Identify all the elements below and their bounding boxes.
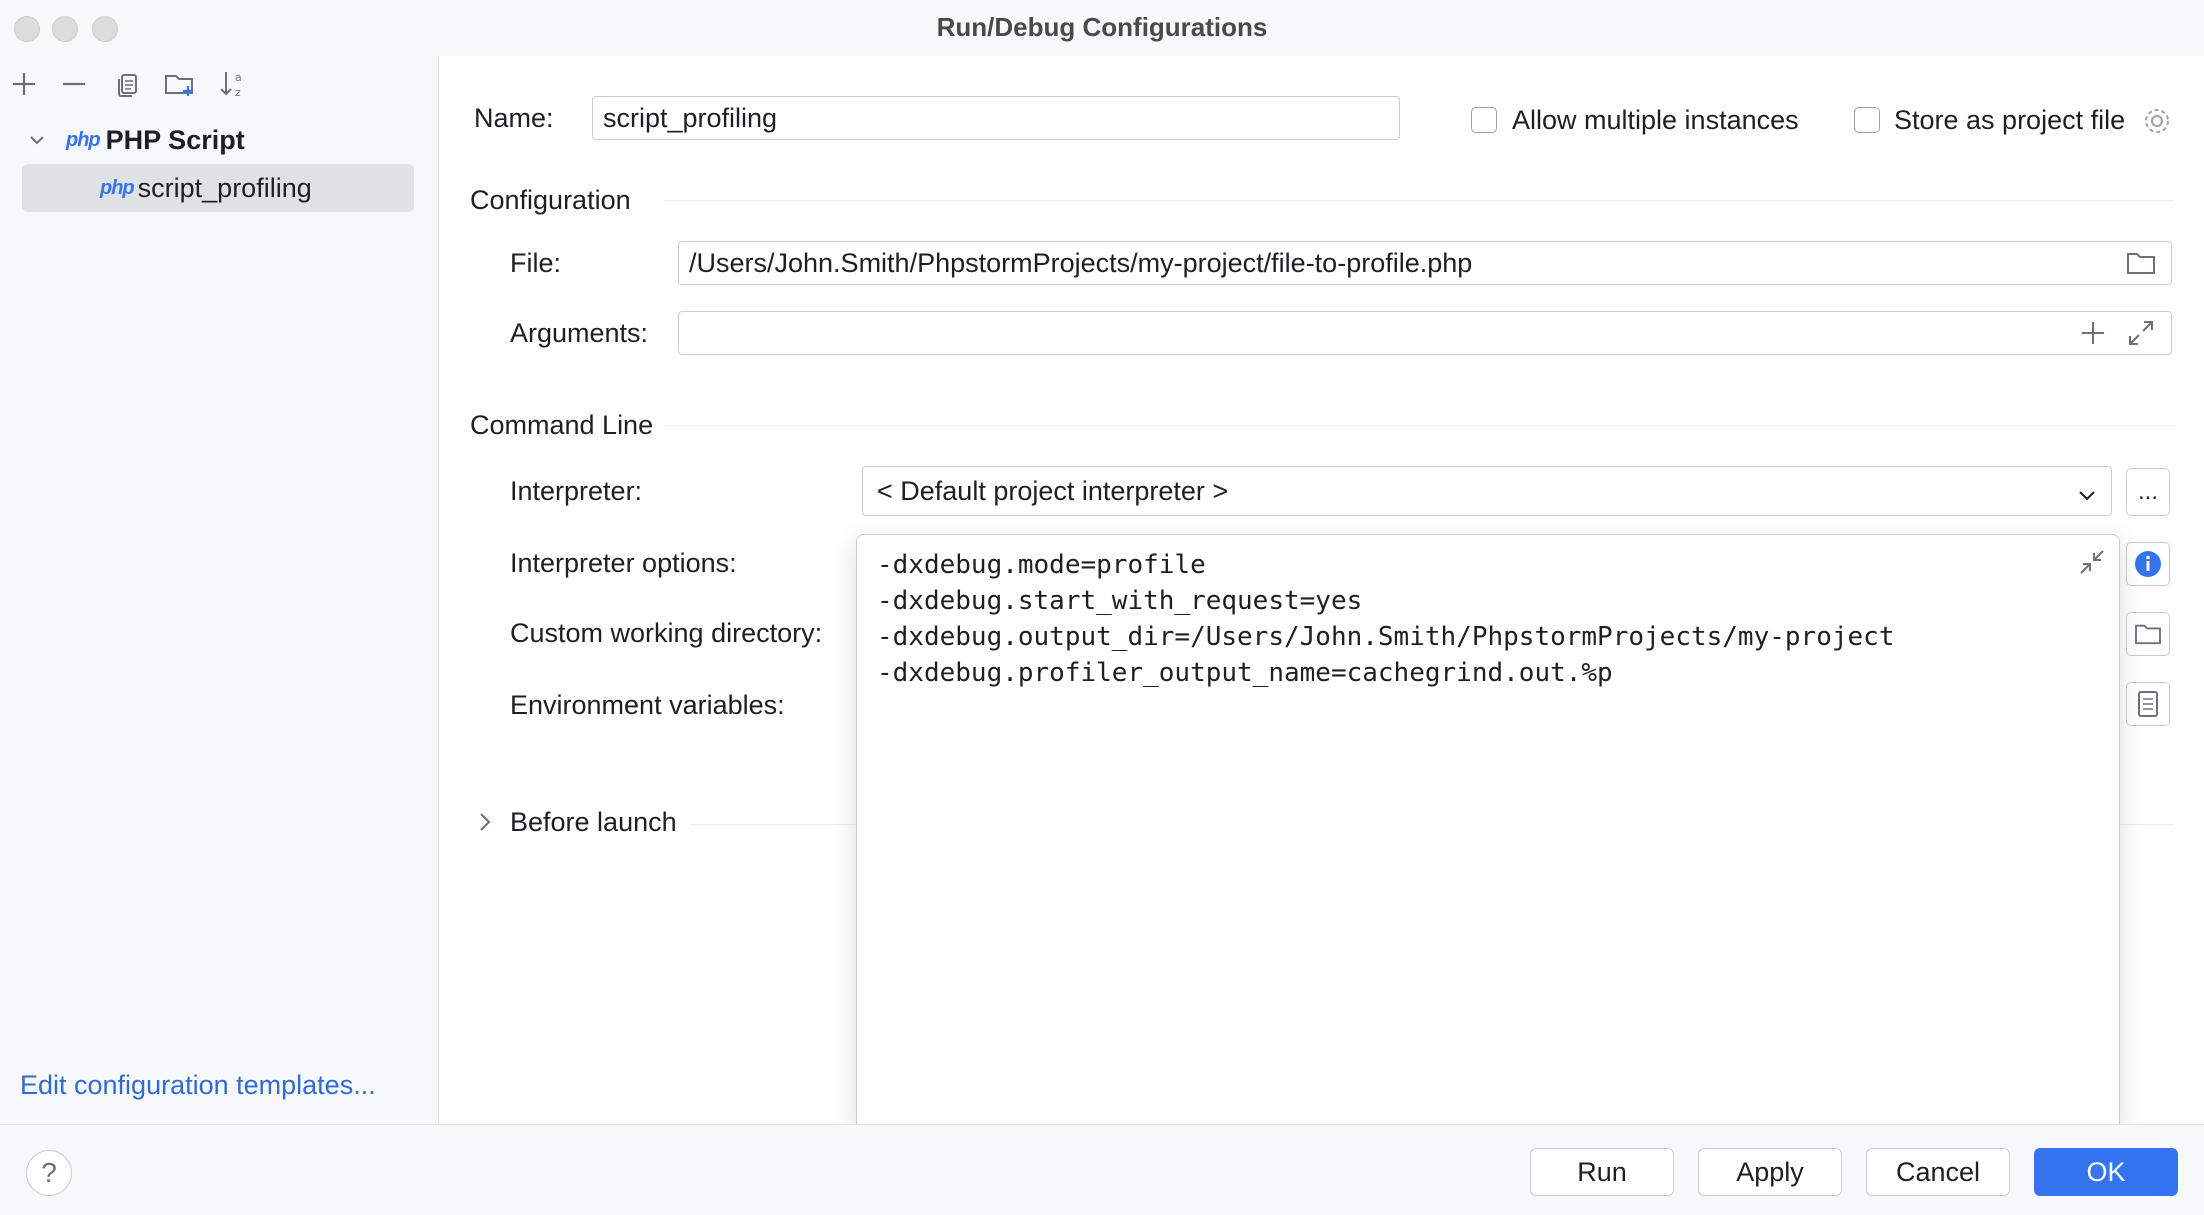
svg-text:z: z	[235, 86, 241, 99]
ok-label: OK	[2086, 1156, 2126, 1187]
tree-group-php-script[interactable]: php PHP Script	[22, 116, 245, 164]
code-line: -dxdebug.mode=profile	[877, 550, 1206, 580]
file-value: /Users/John.Smith/PhpstormProjects/my-pr…	[689, 247, 1473, 278]
php-icon: php	[100, 176, 135, 199]
apply-label: Apply	[1736, 1156, 1804, 1187]
apply-button[interactable]: Apply	[1698, 1148, 1842, 1196]
tree-item-script-profiling[interactable]	[22, 164, 414, 212]
chevron-right-icon[interactable]	[476, 810, 494, 839]
interpreter-options-label: Interpreter options:	[510, 548, 737, 578]
tree-group-label: PHP Script	[105, 124, 245, 155]
command-line-separator	[664, 425, 2174, 426]
info-button[interactable]	[2126, 542, 2170, 586]
store-project-label: Store as project file	[1894, 105, 2126, 135]
configuration-section-title: Configuration	[470, 185, 631, 215]
name-field[interactable]: script_profiling	[592, 96, 1400, 140]
copy-icon[interactable]	[108, 64, 148, 104]
code-line: -dxdebug.profiler_output_name=cachegrind…	[877, 658, 1613, 688]
svg-text:a: a	[235, 71, 242, 84]
expand-icon[interactable]	[2126, 318, 2156, 353]
tree-item-row[interactable]: php script_profiling	[100, 164, 312, 212]
close-window-button[interactable]	[14, 16, 40, 42]
php-icon: php	[66, 128, 101, 151]
interpreter-label: Interpreter:	[510, 476, 643, 506]
environment-variables-label: Environment variables:	[510, 690, 785, 720]
help-button[interactable]: ?	[26, 1150, 72, 1196]
working-directory-browse-button[interactable]	[2126, 612, 2170, 656]
new-folder-icon[interactable]	[160, 64, 200, 104]
arguments-label: Arguments:	[510, 318, 649, 348]
sidebar	[0, 56, 439, 1124]
interpreter-value: < Default project interpreter >	[877, 475, 1229, 506]
remove-icon[interactable]	[54, 64, 94, 104]
run-label: Run	[1577, 1156, 1627, 1187]
allow-multiple-checkbox[interactable]	[1471, 107, 1497, 133]
title-bar: Run/Debug Configurations	[0, 0, 2204, 56]
cancel-button[interactable]: Cancel	[1866, 1148, 2010, 1196]
edit-configuration-templates-link[interactable]: Edit configuration templates...	[20, 1070, 376, 1100]
name-label: Name:	[474, 103, 554, 133]
before-launch-label[interactable]: Before launch	[510, 807, 677, 837]
browse-folder-icon[interactable]	[2126, 250, 2156, 281]
file-field[interactable]: /Users/John.Smith/PhpstormProjects/my-pr…	[678, 241, 2172, 285]
store-project-checkbox[interactable]	[1854, 107, 1880, 133]
working-directory-label: Custom working directory:	[510, 618, 823, 648]
command-line-section-title: Command Line	[470, 410, 654, 440]
window-title: Run/Debug Configurations	[936, 12, 1268, 42]
environment-variables-button[interactable]	[2126, 682, 2170, 726]
add-argument-icon[interactable]	[2080, 320, 2106, 351]
gear-icon[interactable]	[2142, 106, 2172, 141]
interpreter-options-text[interactable]: -dxdebug.mode=profile -dxdebug.start_wit…	[877, 547, 1894, 691]
interpreter-options-editor[interactable]: -dxdebug.mode=profile -dxdebug.start_wit…	[856, 534, 2120, 1134]
allow-multiple-label: Allow multiple instances	[1512, 105, 1799, 135]
name-value: script_profiling	[603, 102, 778, 133]
zoom-window-button[interactable]	[92, 16, 118, 42]
minimize-window-button[interactable]	[52, 16, 78, 42]
collapse-icon[interactable]	[2077, 547, 2107, 582]
code-line: -dxdebug.output_dir=/Users/John.Smith/Ph…	[877, 622, 1895, 652]
chevron-down-icon	[2077, 481, 2097, 512]
interpreter-select[interactable]: < Default project interpreter >	[862, 466, 2112, 516]
code-line: -dxdebug.start_with_request=yes	[877, 586, 1363, 616]
tree-item-label: script_profiling	[137, 172, 312, 203]
run-button[interactable]: Run	[1530, 1148, 1674, 1196]
interpreter-more-button[interactable]: ...	[2126, 468, 2170, 516]
configuration-separator	[664, 200, 2174, 201]
help-label: ?	[41, 1157, 57, 1188]
arguments-field[interactable]	[678, 311, 2172, 355]
interpreter-more-label: ...	[2137, 478, 2158, 505]
ok-button[interactable]: OK	[2034, 1148, 2178, 1196]
file-label: File:	[510, 248, 562, 278]
add-icon[interactable]	[4, 64, 44, 104]
chevron-down-icon[interactable]	[22, 131, 52, 149]
cancel-label: Cancel	[1895, 1156, 1981, 1187]
